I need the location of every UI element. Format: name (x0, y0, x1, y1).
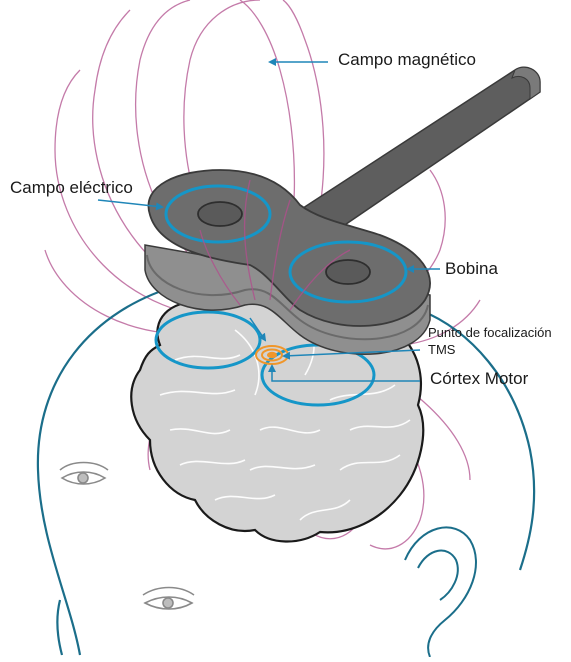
label-electric-field: Campo eléctrico (10, 178, 133, 198)
label-focal-point-line2: TMS (428, 341, 552, 358)
label-magnetic-field: Campo magnético (338, 50, 476, 70)
label-focal-point: Punto de focalización TMS (428, 324, 552, 358)
label-motor-cortex: Córtex Motor (430, 369, 528, 389)
ear-icon (405, 527, 476, 657)
label-coil: Bobina (445, 259, 498, 279)
label-focal-point-line1: Punto de focalización (428, 324, 552, 341)
